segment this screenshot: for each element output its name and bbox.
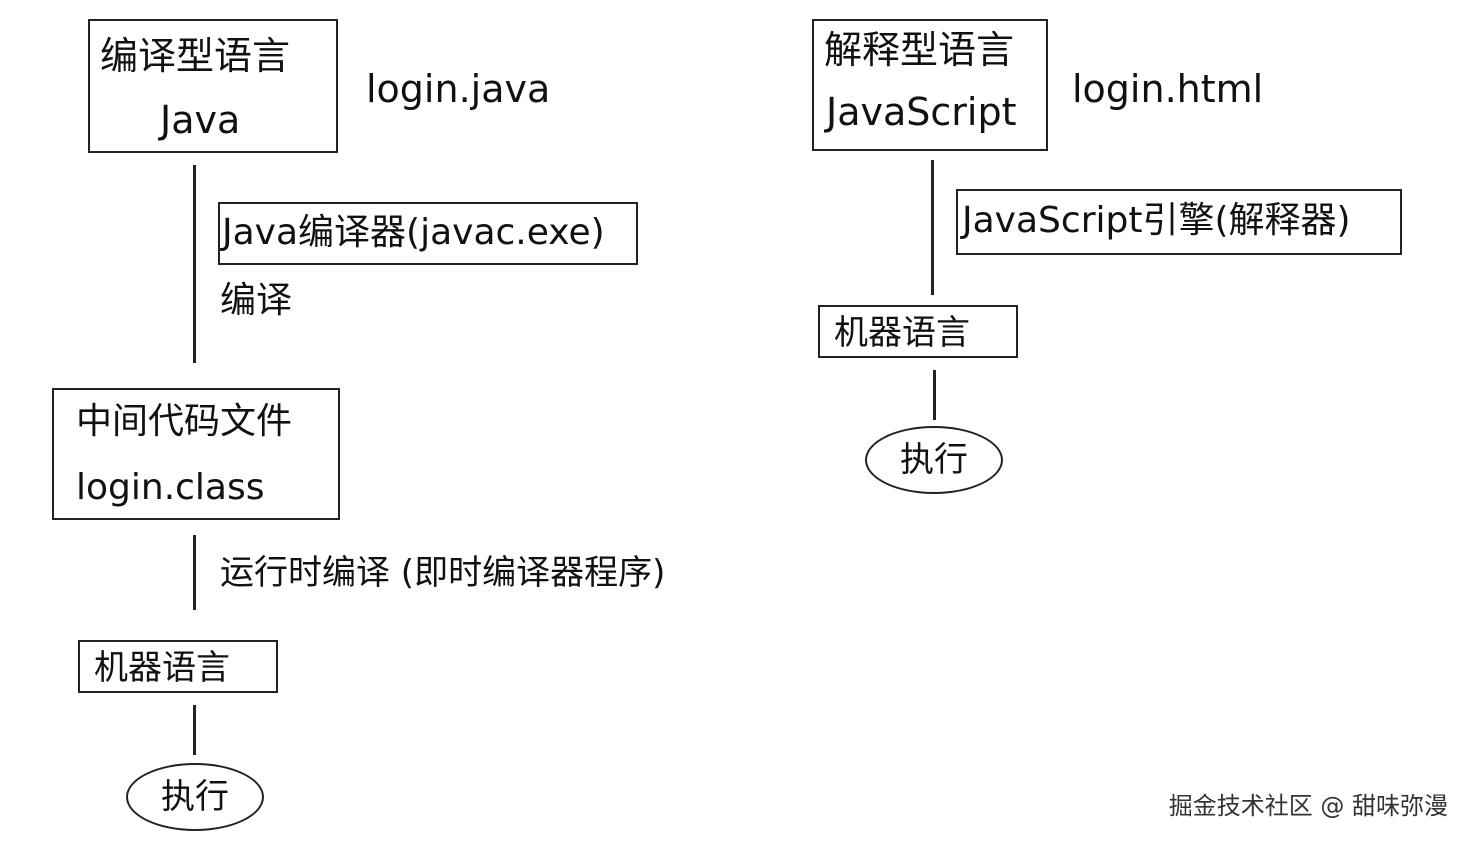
compiled-language-title: 编译型语言: [100, 34, 291, 78]
compiled-language-name: Java: [160, 98, 241, 142]
execute-ellipse: 执行: [126, 763, 264, 831]
interpreted-language-title: 解释型语言: [824, 28, 1015, 72]
java-compiler-label: Java编译器(javac.exe): [222, 212, 605, 253]
html-source-file-label: login.html: [1072, 67, 1264, 111]
machine-language-label: 机器语言: [94, 648, 230, 688]
intermediate-code-box: 中间代码文件 login.class: [52, 388, 340, 520]
intermediate-code-file: login.class: [76, 467, 265, 508]
runtime-compile-label: 运行时编译 (即时编译器程序): [220, 553, 666, 593]
intermediate-code-title: 中间代码文件: [76, 401, 293, 442]
machine-language-label: 机器语言: [834, 313, 970, 353]
connector-line: [933, 370, 936, 420]
interpreted-language-name: JavaScript: [826, 90, 1017, 134]
connector-line: [193, 535, 196, 610]
execute-label: 执行: [900, 440, 968, 480]
interpreted-language-box: 解释型语言 JavaScript: [812, 19, 1048, 151]
machine-language-box: 机器语言: [818, 305, 1018, 358]
java-source-file-label: login.java: [366, 67, 551, 111]
java-compiler-box: Java编译器(javac.exe): [218, 202, 638, 265]
connector-line: [193, 705, 196, 755]
execute-label: 执行: [161, 777, 229, 817]
connector-line: [193, 165, 196, 363]
machine-language-box: 机器语言: [78, 640, 278, 693]
javascript-engine-label: JavaScript引擎(解释器): [962, 200, 1351, 241]
compiled-language-box: 编译型语言 Java: [88, 19, 338, 153]
javascript-engine-box: JavaScript引擎(解释器): [956, 189, 1402, 255]
compile-step-label: 编译: [220, 280, 293, 321]
connector-line: [931, 160, 934, 295]
execute-ellipse: 执行: [865, 426, 1003, 494]
watermark-text: 掘金技术社区 @ 甜味弥漫: [1168, 792, 1448, 820]
